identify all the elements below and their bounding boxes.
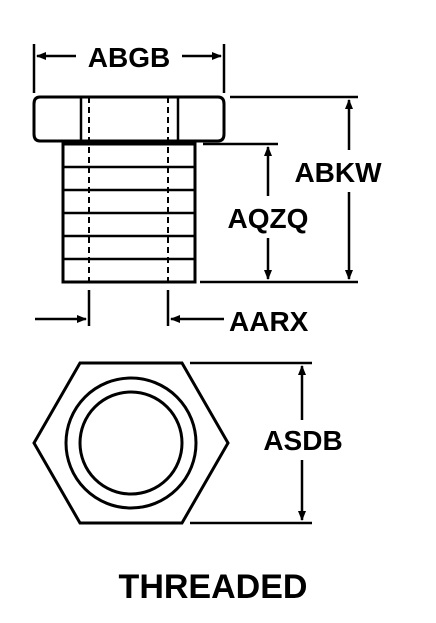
dimension-aqzq [203, 142, 278, 280]
dimension-abkw [200, 95, 358, 284]
hex-head-outline [32, 95, 226, 143]
caption-threaded: THREADED [119, 568, 308, 606]
aarx-label: AARX [229, 306, 309, 337]
flange-circle [64, 376, 198, 510]
asdb-label: ASDB [263, 425, 342, 456]
thread-lines [63, 165, 195, 261]
end-view [32, 361, 230, 525]
dimension-abgb [32, 44, 226, 93]
abkw-label: ABKW [294, 157, 382, 188]
side-view [32, 95, 226, 284]
dimension-asdb [190, 361, 312, 525]
dimension-aarx [35, 290, 224, 326]
aqzq-label: AQZQ [228, 203, 309, 234]
abgb-label: ABGB [88, 42, 170, 73]
hex-end-outline [32, 361, 230, 525]
bore-circle [78, 390, 184, 496]
